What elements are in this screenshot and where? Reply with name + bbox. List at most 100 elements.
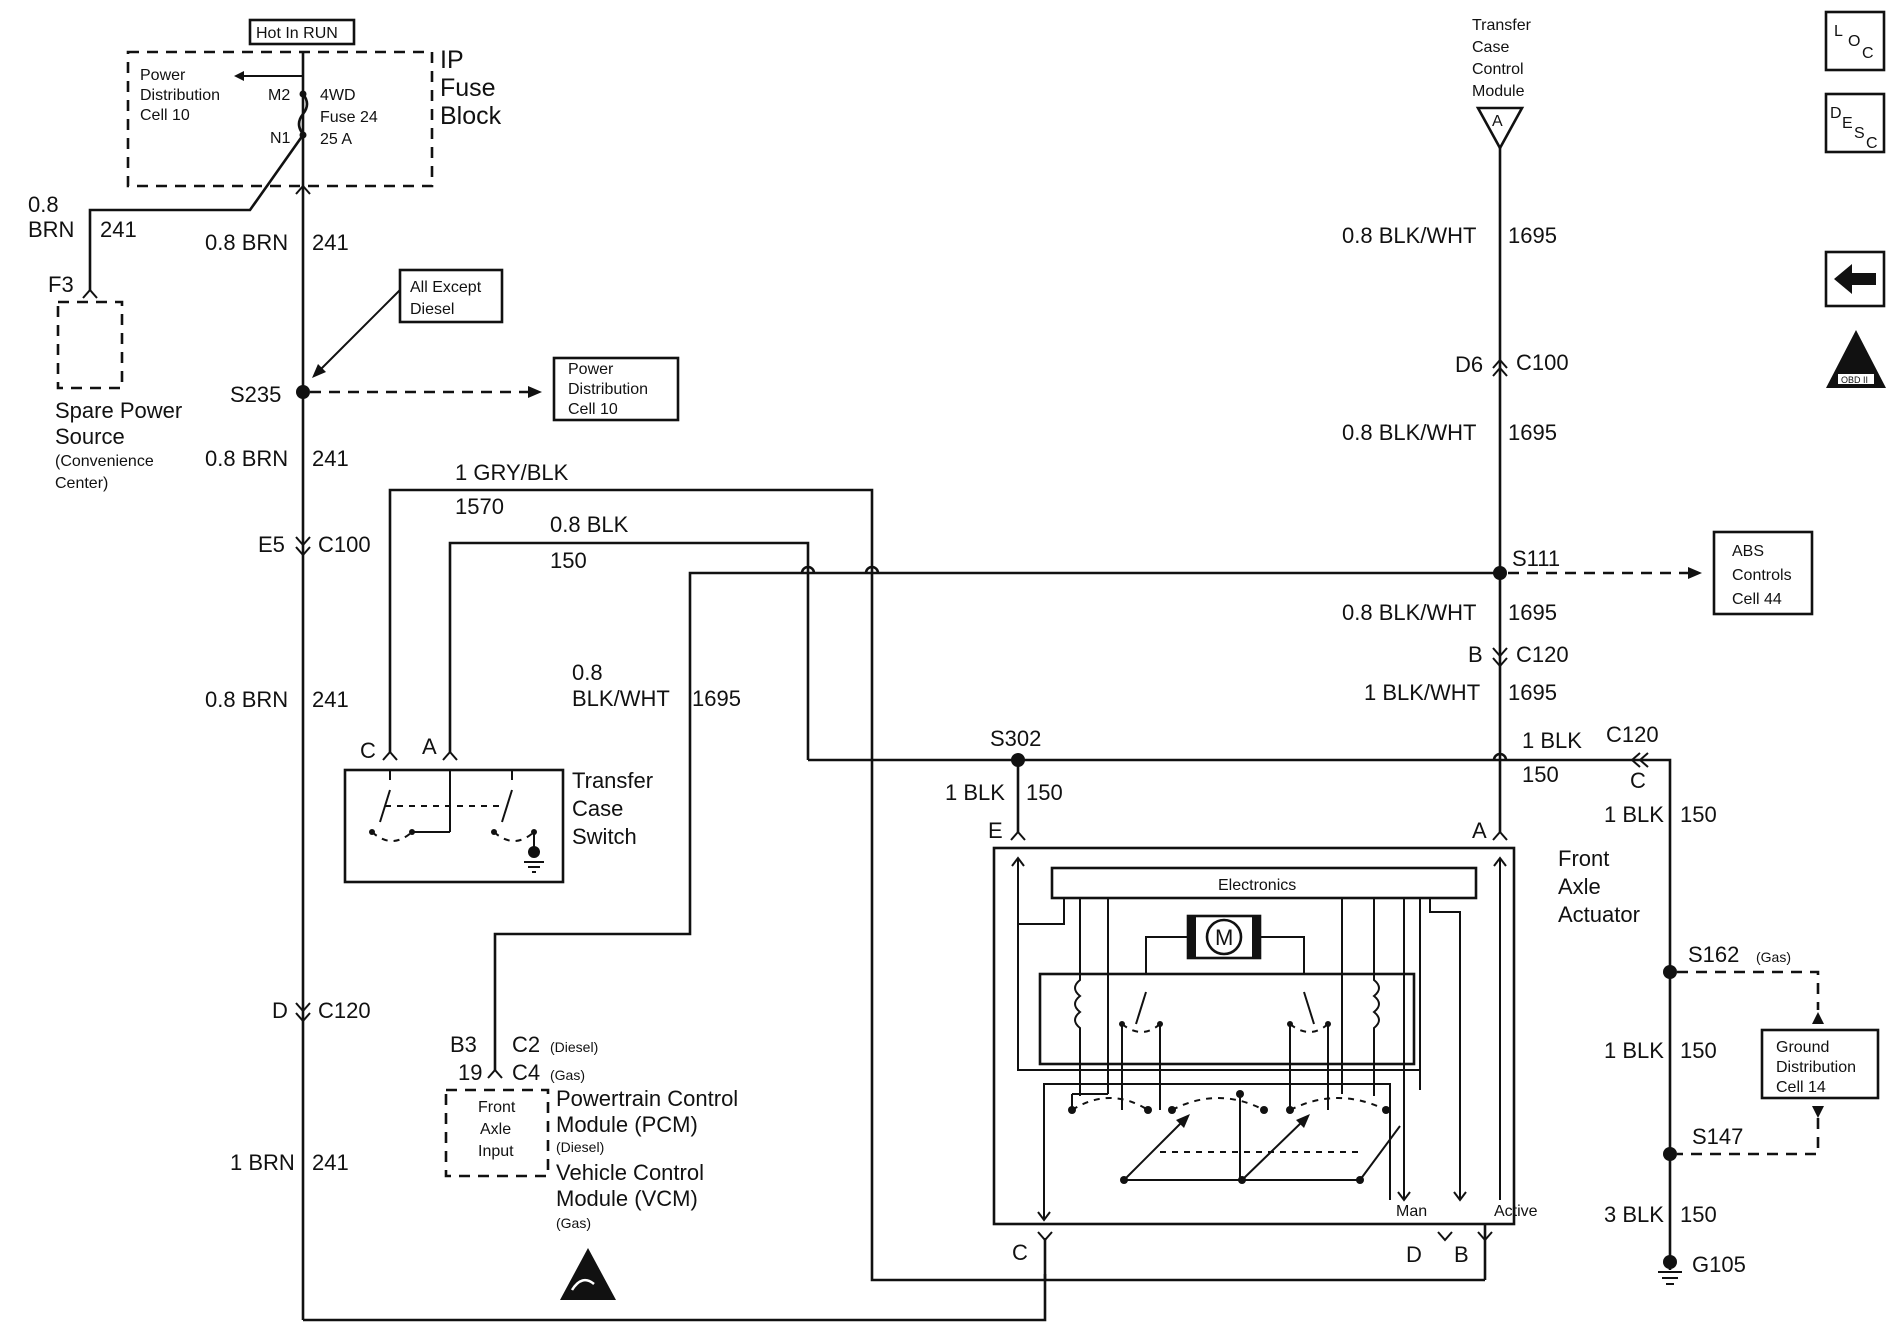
loc-o: O <box>1848 33 1860 50</box>
pcm-wire-color: BLK/WHT <box>572 686 670 711</box>
connector-c100-icon <box>1492 358 1508 377</box>
actuator-title-1: Front <box>1558 846 1609 871</box>
spare-wire-color: BRN <box>28 217 74 242</box>
connector-c100-icon <box>295 536 311 557</box>
ground-distribution-box <box>1760 1028 1880 1100</box>
actuator-title-3: Actuator <box>1558 902 1640 927</box>
pcm-title-3: (Diesel) <box>556 1139 604 1155</box>
pin-label: C <box>1012 1240 1028 1265</box>
circuit-label: 241 <box>312 230 349 255</box>
coil-right-icon <box>1372 898 1380 1096</box>
gd-label-1: Ground <box>1776 1039 1829 1056</box>
connector-label: C120 <box>318 998 371 1023</box>
circuit-label: 150 <box>1026 780 1063 805</box>
tcs-title-3: Switch <box>572 824 637 849</box>
circuit-label: 150 <box>1680 1038 1717 1063</box>
tccm-title-2: Case <box>1472 39 1509 56</box>
left-main-wire: 0.8 BRN 241 All Except Diesel S235 Power… <box>205 184 1047 1322</box>
wire-label: 1 BLK <box>1522 728 1582 753</box>
wire-label: 0.8 BLK/WHT <box>1342 223 1476 248</box>
pin-label: C2 <box>512 1032 540 1057</box>
vcm-title-1: Vehicle Control <box>556 1160 704 1185</box>
active-label: Active <box>1494 1203 1538 1220</box>
connector-label: C100 <box>318 532 371 557</box>
ground-icon <box>1658 1271 1682 1285</box>
splice-label: S111 <box>1512 546 1560 571</box>
loc-l: L <box>1834 23 1843 40</box>
wire-label: 0.8 BRN <box>205 230 288 255</box>
diesel-label: (Diesel) <box>550 1039 598 1055</box>
spare-sub-2: Center) <box>55 475 108 492</box>
connector-label: C120 <box>1606 722 1659 747</box>
location-icon[interactable]: L O C <box>1824 10 1886 72</box>
spare-power-outline <box>56 300 124 390</box>
circuit-label: 241 <box>312 687 349 712</box>
pin-label: B <box>1454 1242 1469 1267</box>
circuit-label: 241 <box>312 446 349 471</box>
hot-in-run-box <box>248 18 356 46</box>
circuit-label: 241 <box>312 1150 349 1175</box>
abs-label-2: Controls <box>1732 567 1792 584</box>
circuit-label: 150 <box>1680 1202 1717 1227</box>
wire-label: 1 BLK <box>945 780 1005 805</box>
arrow-icon <box>1812 1106 1824 1118</box>
connector-pin-label: B <box>1468 642 1483 667</box>
connector-c120-icon <box>295 1002 311 1023</box>
ip-fuse-block: Hot In RUN Power Distribution Cell 10 M2… <box>126 18 502 188</box>
transfer-case-switch-box <box>343 768 565 884</box>
connector-c120-icon <box>1492 647 1508 668</box>
wire-label: 0.8 BRN <box>205 446 288 471</box>
desc-d: D <box>1830 105 1842 122</box>
power-dist-label-3: Cell 10 <box>140 107 190 124</box>
back-arrow-icon[interactable] <box>1824 250 1886 308</box>
motor-label: M <box>1215 925 1233 950</box>
coil-left-icon <box>1074 898 1082 1096</box>
circuit-label: 1570 <box>455 494 504 519</box>
electronics-label: Electronics <box>1218 877 1296 894</box>
fuse-block-title-1: IP <box>440 46 464 74</box>
pin-label: A <box>1472 818 1487 843</box>
spare-title-2: Source <box>55 424 125 449</box>
gas-label: (Gas) <box>1756 949 1791 965</box>
vcm-title-2: Module (VCM) <box>556 1186 698 1211</box>
circuit-label: 1695 <box>1508 680 1557 705</box>
pcm-outline <box>444 1088 550 1178</box>
tccm-title-1: Transfer <box>1472 17 1532 34</box>
tccm-connector-triangle <box>1475 106 1525 151</box>
fuse-block-title-3: Block <box>440 102 502 130</box>
splice-s111 <box>1493 566 1507 580</box>
gas-label: (Gas) <box>550 1067 585 1083</box>
pd-label-3: Cell 10 <box>568 401 618 418</box>
gd-label-3: Cell 14 <box>1776 1079 1826 1096</box>
tccm-title-3: Control <box>1472 61 1524 78</box>
gd-label-2: Distribution <box>1776 1059 1856 1076</box>
circuit-label: 150 <box>1680 802 1717 827</box>
power-dist-label-2: Distribution <box>140 87 220 104</box>
splice-label: S147 <box>1692 1124 1743 1149</box>
desc-s: S <box>1854 125 1865 142</box>
pcm-title-1: Powertrain Control <box>556 1086 738 1111</box>
man-label: Man <box>1396 1203 1427 1220</box>
connector-pin-label: C <box>1630 768 1646 793</box>
spare-sub-1: (Convenience <box>55 453 154 470</box>
motor-icon <box>1205 918 1243 956</box>
connector-pin-label: D6 <box>1455 352 1483 377</box>
splice-label: S235 <box>230 382 281 407</box>
fuse-block-outline <box>126 50 434 188</box>
connector-label: C120 <box>1516 642 1569 667</box>
description-icon[interactable]: D E S C <box>1824 92 1886 154</box>
n1-label: N1 <box>270 130 291 147</box>
connector-c120-icon <box>1630 752 1649 768</box>
wire-label: 1 BRN <box>230 1150 295 1175</box>
all-except-label-2: Diesel <box>410 301 454 318</box>
pin-label: A <box>1492 113 1503 130</box>
electronics-box <box>1050 866 1478 900</box>
wire-label: 0.8 BLK/WHT <box>1342 600 1476 625</box>
circuit-label: 1695 <box>1508 600 1557 625</box>
abs-controls-box <box>1712 530 1814 616</box>
obd-ii-icon[interactable]: OBD II <box>1826 330 1886 388</box>
splice-s147 <box>1663 1147 1677 1161</box>
wire-label: 3 BLK <box>1604 1202 1664 1227</box>
connector-pin-label: E5 <box>258 532 285 557</box>
ground-wire-150: S302 1 BLK 150 <box>808 726 1672 1270</box>
